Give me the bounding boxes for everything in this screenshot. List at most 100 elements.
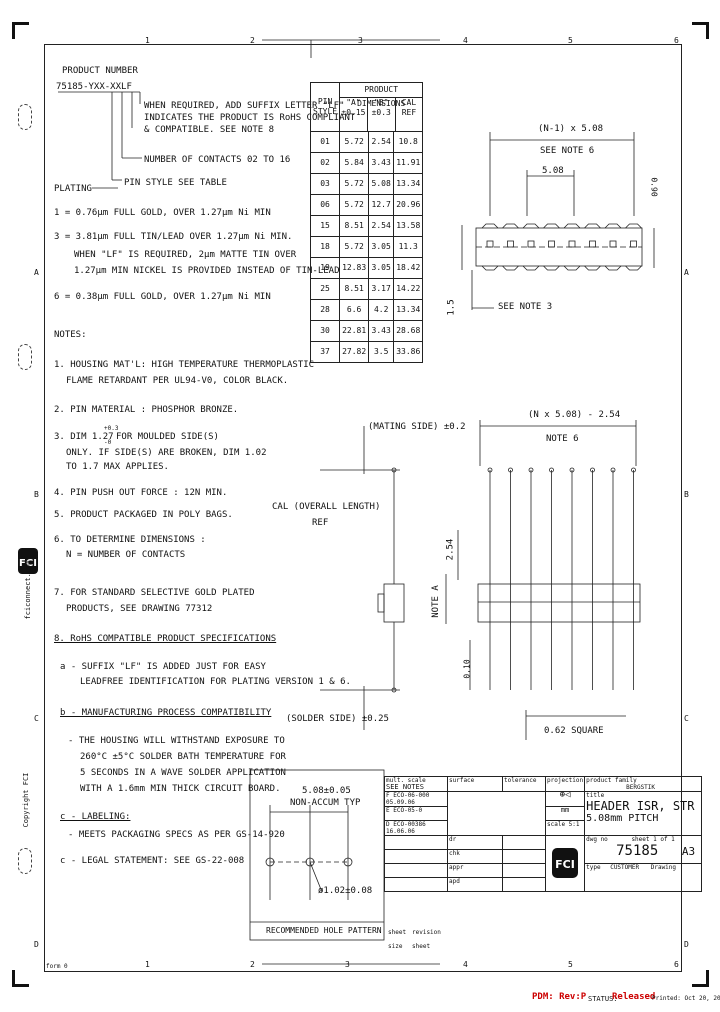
dims-cell: 33.86: [393, 341, 424, 363]
pin-tip: [487, 467, 493, 473]
zone-bottom-2: 2: [250, 960, 255, 969]
note-8: 8. RoHS COMPATIBLE PRODUCT SPECIFICATION…: [54, 634, 277, 644]
note-8b4: WITH A 1.6mm MIN THICK CIRCUIT BOARD.: [80, 784, 281, 794]
side-ref: REF: [312, 518, 329, 528]
corner-bottom-left: [12, 970, 29, 987]
drawing-number: 75185: [616, 843, 659, 859]
note-1a: 1. HOUSING MAT'L: HIGH TEMPERATURE THERM…: [54, 360, 315, 370]
zone-bottom-5: 5: [568, 960, 573, 969]
note-6b: N = NUMBER OF CONTACTS: [66, 550, 186, 560]
pin-square: [507, 240, 514, 248]
top-dim-n1: (N-1) x 5.08: [538, 124, 604, 134]
zone-bottom-3: 3: [345, 960, 350, 969]
suffix-note-3: & COMPATIBLE. SEE NOTE 8: [144, 125, 275, 135]
hole-dim-1: 5.08±0.05: [302, 786, 351, 796]
pin-outline: [481, 223, 499, 271]
svg-text:FCI: FCI: [19, 558, 37, 569]
pin-square: [486, 240, 494, 248]
zone-top-5: 5: [568, 36, 573, 45]
printed-date: Printed: Oct 20, 2009: [652, 995, 720, 1002]
note-3b: ONLY. IF SIDE(S) ARE BROKEN, DIM 1.02: [66, 448, 267, 458]
plating-3c: 1.27μm MIN NICKEL IS PROVIDED INSTEAD OF…: [74, 266, 340, 276]
tb-sheet-label: sheet: [388, 929, 407, 936]
plating-label: PLATING: [54, 184, 92, 194]
punch-hole-2: [18, 344, 32, 370]
drawing-title-2: 5.08mm PITCH: [586, 813, 659, 824]
top-see-note-3: SEE NOTE 3: [498, 302, 553, 312]
dims-cell: 37: [309, 341, 341, 363]
tb-size-label: size: [388, 943, 403, 950]
corner-bottom-right: [692, 970, 709, 987]
note-7: 7. FOR STANDARD SELECTIVE GOLD PLATED: [54, 588, 255, 598]
pin-tip: [528, 467, 534, 473]
pin-tip: [549, 467, 554, 473]
top-dim-left: 1.5: [446, 299, 457, 316]
drawing-frame: [44, 44, 682, 972]
note-8b3: 5 SECONDS IN A WAVE SOLDER APPLICATION: [80, 768, 286, 778]
side-cal: CAL (OVERALL LENGTH): [272, 502, 381, 512]
projection-symbol: ⊕◁: [544, 791, 586, 807]
pin-tip: [569, 467, 575, 473]
pin-tip: [508, 467, 513, 473]
plating-3: 3 = 3.81μm FULL TIN/LEAD OVER 1.27μm Ni …: [54, 232, 293, 242]
note-2: 2. PIN MATERIAL : PHOSPHOR BRONZE.: [54, 405, 239, 415]
hole-dia: ø1.02±0.08: [318, 886, 373, 896]
note-8b2: 260°C ±5°C SOLDER BATH TEMPERATURE FOR: [80, 752, 286, 762]
pin-outline: [604, 223, 622, 271]
pin-square: [548, 240, 555, 248]
side-square: 0.62 SQUARE: [544, 726, 604, 736]
fci-side-logo: FCI: [16, 546, 40, 576]
pin-outline: [543, 223, 560, 271]
pin-outline: [625, 223, 642, 271]
note-4: 4. PIN PUSH OUT FORCE : 12N MIN.: [54, 488, 228, 498]
zone-right-b: B: [684, 490, 689, 499]
plating-1: 1 = 0.76μm FULL GOLD, OVER 1.27μm Ni MIN: [54, 208, 271, 218]
note-6: 6. TO DETERMINE DIMENSIONS :: [54, 535, 206, 545]
plating-6: 6 = 0.38μm FULL GOLD, OVER 1.27μm Ni MIN: [54, 292, 271, 302]
form-label: form 0: [46, 963, 68, 970]
dims-cell: 27.82: [339, 341, 370, 363]
pin-square: [589, 240, 596, 248]
suffix-note-2: INDICATES THE PRODUCT IS RoHS COMPLIANT: [144, 113, 356, 123]
status-label: STATUS:: [588, 995, 618, 1003]
zone-left-b: B: [34, 490, 39, 499]
zone-left-d: D: [34, 940, 39, 949]
pin-outline: [563, 223, 581, 271]
note-8b1: - THE HOUSING WILL WITHSTAND EXPOSURE TO: [68, 736, 285, 746]
note-1b: FLAME RETARDANT PER UL94-V0, COLOR BLACK…: [66, 376, 289, 386]
corner-top-left: [12, 22, 29, 39]
pin-tip: [631, 467, 636, 473]
note-7b: PRODUCTS, SEE DRAWING 77312: [66, 604, 213, 614]
dims-cell: 5.72: [339, 131, 370, 153]
pin-style-note: PIN STYLE SEE TABLE: [124, 178, 227, 188]
note-8a: a - SUFFIX "LF" IS ADDED JUST FOR EASY: [60, 662, 266, 672]
tb-sheet2-label: sheet: [412, 943, 431, 950]
punch-hole-3: [18, 848, 32, 874]
zone-bottom-1: 1: [145, 960, 150, 969]
zone-bottom-4: 4: [463, 960, 468, 969]
zone-right-d: D: [684, 940, 689, 949]
zone-top-4: 4: [463, 36, 468, 45]
zone-bottom-6: 6: [674, 960, 679, 969]
hole-dim-2: NON-ACCUM TYP: [290, 798, 361, 808]
note-3c: TO 1.7 MAX APPLIES.: [66, 462, 169, 472]
note-8b: b - MANUFACTURING PROCESS COMPATIBILITY: [60, 708, 272, 718]
pin-tip: [610, 467, 616, 473]
status-released: Released: [612, 992, 656, 1002]
zone-right-a: A: [684, 268, 689, 277]
contacts-note: NUMBER OF CONTACTS 02 TO 16: [144, 155, 291, 165]
pin-square: [609, 240, 617, 248]
pin-square: [630, 240, 637, 248]
svg-text:FCI: FCI: [555, 858, 575, 871]
note-8d: c - LEGAL STATEMENT: SEE GS-22-008: [60, 856, 245, 866]
tb-revision-label: revision: [412, 929, 441, 936]
